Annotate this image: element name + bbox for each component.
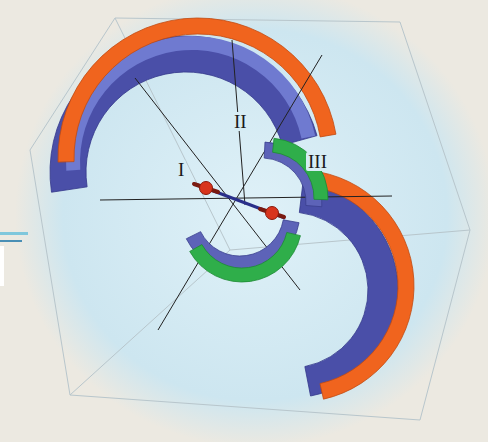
region-label: I	[176, 160, 186, 179]
frame-lines	[30, 18, 470, 420]
axis-line	[100, 196, 392, 200]
region-label: II	[232, 112, 249, 131]
small-arc-face	[190, 232, 301, 282]
axis-line	[135, 78, 300, 290]
large-arc-face	[308, 171, 414, 400]
region-label: III	[306, 152, 329, 171]
small-arc-face	[273, 138, 328, 199]
large-arc-face	[58, 18, 336, 162]
bead	[200, 182, 213, 195]
axis-line	[158, 55, 322, 330]
cropped-fragment	[0, 232, 28, 286]
glow-background	[15, 0, 488, 442]
bead	[266, 207, 279, 220]
